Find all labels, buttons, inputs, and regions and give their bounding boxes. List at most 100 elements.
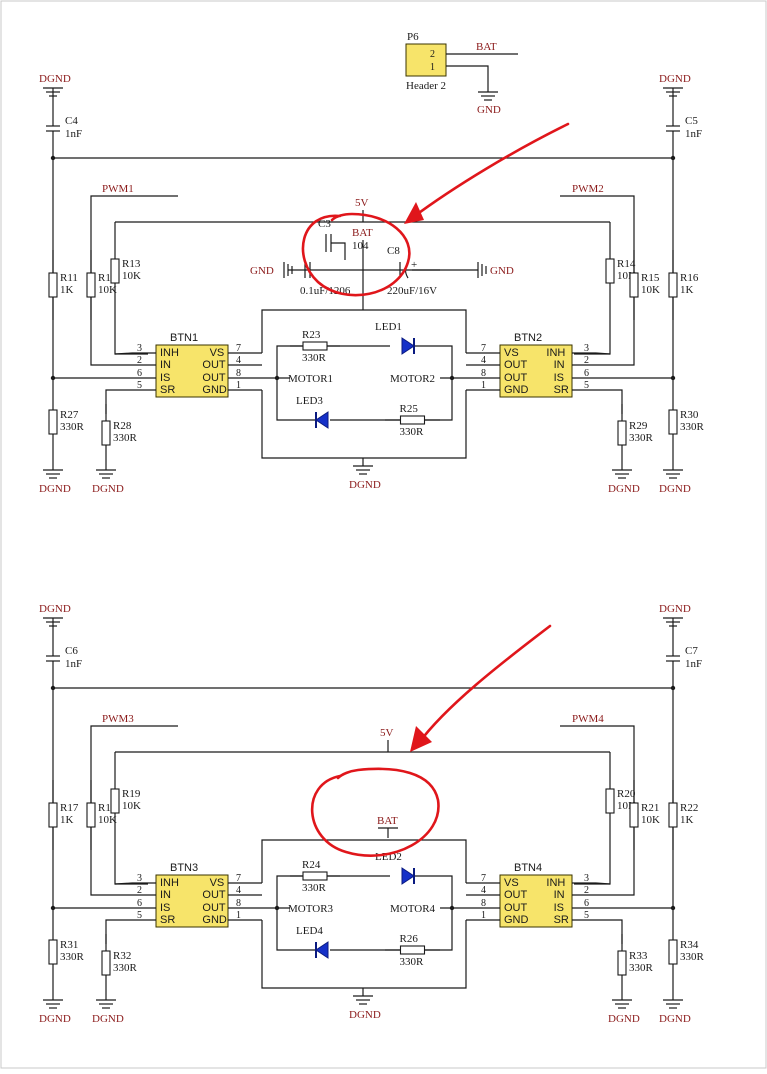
- resistor-rail-right-val: 1K: [680, 814, 694, 826]
- wire: [90, 890, 132, 896]
- pwm-right-label: PWM4: [572, 713, 604, 725]
- pin-number: 4: [236, 885, 241, 896]
- top-bat-label: BAT: [352, 227, 373, 239]
- pin-number: 4: [236, 355, 241, 366]
- wire: [276, 345, 390, 378]
- resistor-pull-left-ref: R13: [122, 258, 141, 270]
- junction-dot: [50, 375, 56, 381]
- chip-right-pin-left: OUT: [504, 889, 528, 901]
- resistor-led-bottom: [399, 945, 426, 955]
- pin-number: 3: [137, 343, 142, 354]
- top-c3-ref: C3: [318, 218, 331, 230]
- wire: [414, 345, 453, 378]
- resistor-rail-left: [48, 802, 58, 828]
- chip-right-pin-left: VS: [504, 877, 519, 889]
- resistor-rail-left-ref: R17: [60, 802, 79, 814]
- resistor-pwm-left: [86, 272, 96, 298]
- chip-left-pin-right: GND: [202, 914, 227, 926]
- header-net-gnd: GND: [477, 104, 501, 116]
- wire: [261, 920, 467, 989]
- pin-number: 7: [481, 873, 486, 884]
- led-bottom: [315, 941, 329, 959]
- cap-left-ref: C6: [65, 645, 78, 657]
- chip-right-pin-right: SR: [554, 384, 569, 396]
- header-ref: P6: [407, 31, 419, 43]
- resistor-pull-right: [605, 788, 615, 814]
- wire: [330, 908, 453, 951]
- resistor-rail-left-val: 1K: [60, 814, 74, 826]
- dgnd-label: DGND: [659, 1013, 691, 1025]
- resistor-is-left-ref: R27: [60, 409, 79, 421]
- top-gnd-left: GND: [250, 265, 274, 277]
- chip-left-pin-left: IN: [160, 359, 171, 371]
- resistor-led-top: [302, 341, 328, 351]
- wire: [276, 378, 316, 421]
- header-pin1: 1: [430, 62, 435, 73]
- junction-dot: [50, 905, 56, 911]
- resistor-led-top-val: 330R: [302, 882, 327, 894]
- pin-number: 1: [236, 380, 241, 391]
- resistor-sr-left-ref: R28: [113, 420, 132, 432]
- chip-right-pin-left: VS: [504, 347, 519, 359]
- chip-left-pin-right: GND: [202, 384, 227, 396]
- pwm-left-label: PWM3: [102, 713, 134, 725]
- resistor-pwm-left: [86, 802, 96, 828]
- resistor-rail-left-ref: R11: [60, 272, 78, 284]
- cap-right-ref: C7: [685, 645, 698, 657]
- header-p6: P6 2 1 Header 2 BAT GND: [405, 31, 518, 116]
- top-c8-val: 220uF/16V: [387, 285, 437, 297]
- chip-right-pin-right: IS: [554, 372, 564, 384]
- wire: [446, 65, 489, 92]
- pin-number: 4: [481, 885, 486, 896]
- chip-left-pin-right: OUT: [202, 359, 226, 371]
- chip-right-name: BTN2: [514, 332, 542, 344]
- motor-left-label: MOTOR3: [288, 903, 334, 915]
- resistor-is-right-val: 330R: [680, 951, 705, 963]
- dgnd-label: DGND: [349, 1009, 381, 1021]
- resistor-pull-left: [110, 788, 120, 814]
- resistor-sr-left: [101, 950, 111, 976]
- chip-right-pin-left: GND: [504, 914, 529, 926]
- chip-right-pin-left: OUT: [504, 372, 528, 384]
- bottom-supply: 5V BAT: [377, 727, 398, 838]
- pin-number: 3: [137, 873, 142, 884]
- dgnd-label: DGND: [349, 479, 381, 491]
- wire: [596, 360, 635, 366]
- chip-right-pin-left: OUT: [504, 359, 528, 371]
- cap-right-ref: C5: [685, 115, 698, 127]
- chip-right-pin-right: SR: [554, 914, 569, 926]
- pin-number: 2: [584, 885, 589, 896]
- wire: [595, 882, 611, 885]
- header-net-bat: BAT: [476, 41, 497, 53]
- cap-right-val: 1nF: [685, 658, 702, 670]
- motor-right-label: MOTOR4: [390, 903, 436, 915]
- capacitor-c3: [325, 234, 346, 260]
- pin-number: 2: [137, 355, 142, 366]
- resistor-pull-right-ref: R20: [617, 788, 636, 800]
- pin-number: 1: [481, 910, 486, 921]
- chip-left-pin-left: IS: [160, 902, 170, 914]
- resistor-led-top-ref: R23: [302, 329, 321, 341]
- resistor-is-left-val: 330R: [60, 951, 85, 963]
- top-supply: 5V C3 104 BAT 0.1uF/1206 C8 + 220uF/16V …: [250, 197, 514, 310]
- wire: [261, 390, 467, 459]
- resistor-is-right: [668, 409, 678, 435]
- resistor-pwm-left-val: 10K: [98, 284, 117, 296]
- led-top: [401, 867, 415, 885]
- resistor-led-bottom: [399, 415, 426, 425]
- resistor-sr-left-val: 330R: [113, 432, 138, 444]
- led-top: [401, 337, 415, 355]
- pin-number: 2: [137, 885, 142, 896]
- pin-number: 7: [481, 343, 486, 354]
- resistor-pull-left-val: 10K: [122, 270, 141, 282]
- pin-number: 6: [584, 898, 589, 909]
- chip-right-pin-right: IN: [554, 359, 565, 371]
- resistor-led-top: [302, 871, 328, 881]
- dgnd-label: DGND: [659, 603, 691, 615]
- resistor-rail-right: [668, 272, 678, 298]
- chip-left-pin-left: SR: [160, 384, 175, 396]
- pwm-left-label: PWM1: [102, 183, 134, 195]
